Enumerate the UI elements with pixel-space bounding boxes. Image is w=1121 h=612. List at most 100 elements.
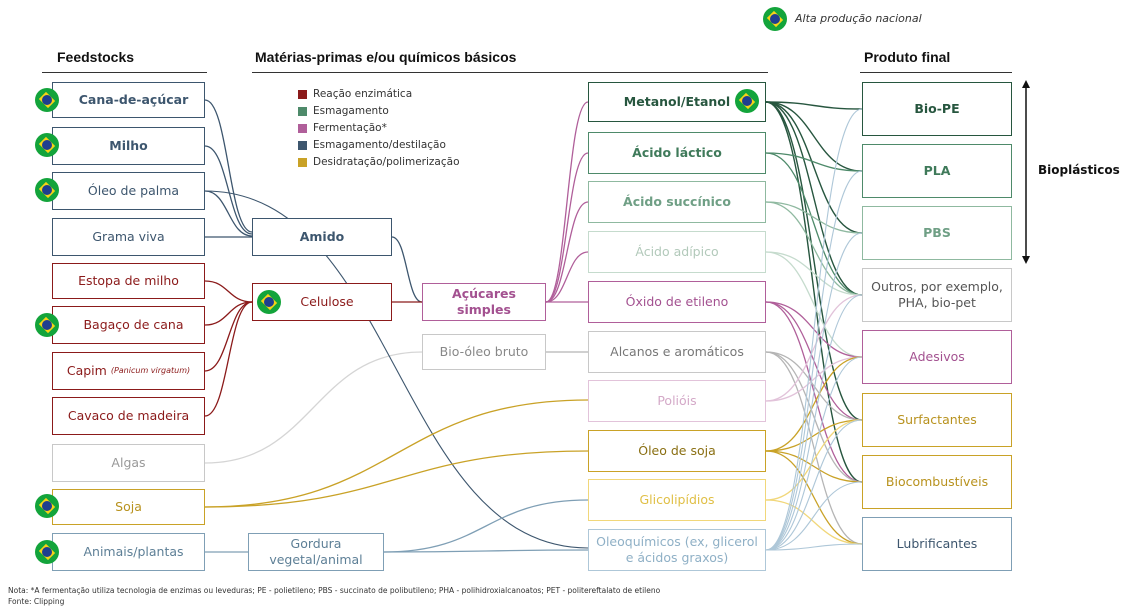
brazil-flag-icon: [257, 290, 281, 314]
connection-line: [204, 99, 253, 233]
connection-line: [545, 251, 589, 303]
feedstock-cana: Cana-de-açúcar: [52, 82, 205, 118]
connection-line: [204, 351, 423, 464]
bioplasticos-arrow: [1022, 80, 1030, 264]
chem-oleoquimicos: Oleoquímicos (ex, glicerol e ácidos grax…: [588, 529, 766, 571]
feedstock-soja: Soja: [52, 489, 205, 525]
node-label: Amido: [299, 229, 345, 245]
chem-label: Alcanos e aromáticos: [610, 344, 744, 360]
product-label: Surfactantes: [897, 412, 977, 428]
connection-line: [765, 251, 863, 296]
source-note: Fonte: Clipping: [8, 597, 65, 606]
connection-line: [765, 294, 863, 402]
feedstock-oleo-palma: Óleo de palma: [52, 172, 205, 210]
footnote: Nota: *A fermentação utiliza tecnologia …: [8, 586, 661, 595]
chem-label: Ácido adípico: [635, 244, 719, 260]
feedstock-capim: Capim (Panicum virgatum): [52, 352, 205, 390]
legend-swatch: [298, 140, 307, 150]
chem-label: Ácido succínico: [623, 194, 731, 210]
legend-item: Esmagamento: [298, 105, 389, 117]
connection-line: [765, 419, 863, 551]
connection-line: [204, 190, 589, 549]
header-produto: Produto final: [864, 49, 951, 65]
connection-line: [765, 351, 863, 545]
chem-oleo-soja: Óleo de soja: [588, 430, 766, 472]
connection-line: [545, 101, 589, 303]
connection-line: [765, 356, 863, 402]
legend-item: Fermentação*: [298, 122, 387, 134]
connection-line: [765, 152, 863, 296]
product-biope: Bio-PE: [862, 82, 1012, 136]
chem-oxido: Óxido de etileno: [588, 281, 766, 323]
product-label: Biocombustíveis: [885, 474, 989, 490]
node-amido: Amido: [252, 218, 392, 256]
product-pbs: PBS: [862, 206, 1012, 260]
connection-line: [765, 356, 863, 452]
chem-label: Óxido de etileno: [625, 294, 729, 310]
connection-line: [765, 499, 863, 545]
chem-succinico: Ácido succínico: [588, 181, 766, 223]
node-label: Gordura vegetal/animal: [269, 536, 363, 567]
chem-label: Glicolipídios: [639, 492, 715, 508]
legend-item: Reação enzimática: [298, 88, 412, 100]
feedstock-label: Capim: [66, 363, 107, 379]
connection-line: [204, 301, 253, 372]
product-biocombustiveis: Biocombustíveis: [862, 455, 1012, 509]
connection-line: [204, 145, 253, 235]
chem-adipico: Ácido adípico: [588, 231, 766, 273]
product-lubrificantes: Lubrificantes: [862, 517, 1012, 571]
chem-poliois: Polióis: [588, 380, 766, 422]
legend-label: Esmagamento/destilação: [313, 139, 446, 151]
top-legend-label: Alta produção nacional: [795, 12, 922, 25]
feedstock-label: Cavaco de madeira: [67, 408, 190, 424]
feedstock-milho: Milho: [52, 127, 205, 165]
connection-line: [765, 201, 863, 296]
feedstock-animais: Animais/plantas: [52, 533, 205, 571]
feedstock-sublabel: (Panicum virgatum): [110, 366, 191, 375]
legend-item: Desidratação/polimerização: [298, 156, 460, 168]
header-feedstocks: Feedstocks: [57, 49, 135, 65]
connection-line: [204, 280, 253, 303]
connection-line: [765, 450, 863, 545]
chem-label: Ácido láctico: [632, 145, 722, 161]
brazil-flag-icon: [35, 178, 59, 202]
brazil-flag-icon: [763, 7, 787, 31]
connection-line: [765, 450, 863, 483]
legend-item: Esmagamento/destilação: [298, 139, 446, 151]
header-rule-feedstocks: [42, 72, 207, 73]
connection-line: [765, 351, 863, 421]
connection-line: [204, 450, 589, 508]
legend-label: Desidratação/polimerização: [313, 156, 460, 168]
connection-line: [765, 201, 863, 234]
brazil-flag-icon: [35, 494, 59, 518]
chem-lactico: Ácido láctico: [588, 132, 766, 174]
connection-line: [545, 152, 589, 303]
product-label: Lubrificantes: [896, 536, 978, 552]
product-label: PBS: [923, 225, 951, 241]
node-acucares: Açúcares simples: [422, 283, 546, 321]
connection-line: [765, 101, 863, 483]
feedstock-bagaco: Bagaço de cana: [52, 306, 205, 344]
connection-line: [765, 481, 863, 551]
legend-swatch: [298, 89, 307, 99]
feedstock-label: Algas: [111, 455, 146, 471]
feedstock-label: Grama viva: [92, 229, 165, 245]
chem-alcanos: Alcanos e aromáticos: [588, 331, 766, 373]
feedstock-algas: Algas: [52, 444, 205, 482]
arrow-up-icon: [1022, 80, 1030, 88]
connection-line: [204, 190, 253, 237]
header-rule-materias: [252, 72, 768, 73]
chem-label: Polióis: [657, 393, 697, 409]
chem-label: Oleoquímicos (ex, glicerol e ácidos grax…: [596, 534, 758, 565]
feedstock-grama: Grama viva: [52, 218, 205, 256]
connection-line: [391, 236, 423, 303]
legend-swatch: [298, 106, 307, 116]
connection-line: [765, 170, 863, 551]
product-adesivos: Adesivos: [862, 330, 1012, 384]
connection-line: [383, 549, 589, 553]
product-outros: Outros, por exemplo, PHA, bio-pet: [862, 268, 1012, 322]
header-rule-produto: [860, 72, 1012, 73]
brazil-flag-icon: [735, 89, 759, 113]
connection-line: [765, 351, 863, 483]
